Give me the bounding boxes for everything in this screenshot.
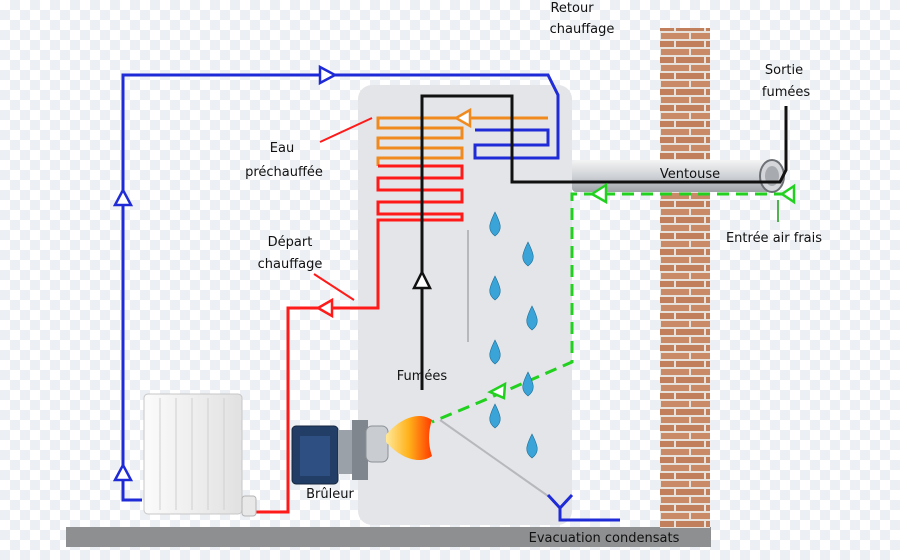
radiator-icon [143, 393, 257, 517]
fresh-air-path [431, 192, 786, 424]
cold-return-circuit [121, 73, 560, 502]
ventouse-label: Ventouse [660, 167, 720, 182]
sortie-label-line1: Sortie [765, 63, 803, 78]
bruleur-label: Brûleur [306, 487, 354, 502]
burner-icon [291, 420, 389, 485]
eau-label-line1: Eau [270, 141, 294, 156]
sortie-label-line2: fumées [762, 85, 810, 100]
brick-wall-icon [660, 28, 710, 528]
eau-label-line2: préchauffée [245, 165, 323, 180]
fumes-path [420, 94, 788, 390]
water-droplet-icon [489, 211, 538, 459]
flame-icon [386, 415, 432, 461]
boiler-body [358, 85, 572, 525]
retour-label-line2: chauffage [550, 22, 615, 37]
depart-label-leader [313, 273, 355, 301]
entree-air-label: Entrée air frais [726, 231, 822, 246]
depart-label-line1: Départ [268, 235, 313, 250]
floor [66, 527, 711, 547]
eau-label-leader [319, 117, 373, 143]
drain-icon [546, 493, 620, 522]
evacuation-label: Evacuation condensats [529, 531, 680, 546]
fumees-label: Fumées [397, 369, 448, 384]
retour-label-line1: Retour [550, 1, 594, 16]
preheated-water-coil [376, 116, 548, 166]
condensation-slope [439, 419, 549, 497]
depart-label-line2: chauffage [258, 257, 323, 272]
